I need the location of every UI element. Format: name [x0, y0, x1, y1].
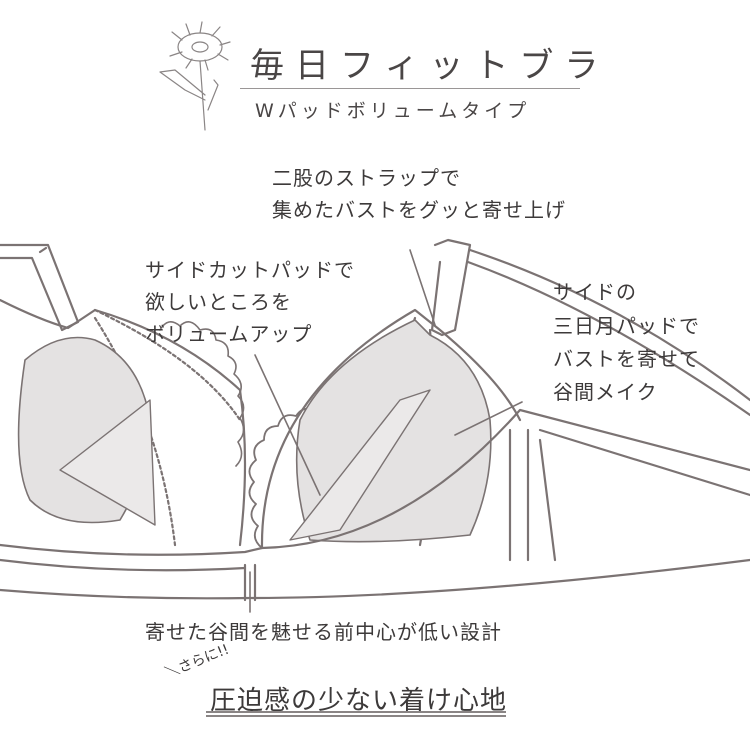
callout-crescent-line4: 谷間メイク [553, 380, 658, 404]
callout-center: 寄せた谷間を魅せる前中心が低い設計 [145, 620, 502, 644]
callout-crescent-line2: 三日月パッドで [553, 314, 700, 338]
page-subtitle: Wパッドボリュームタイプ [255, 100, 531, 122]
callout-strap-line2: 集めたバストをグッと寄せ上げ [272, 198, 566, 222]
right-cup [248, 308, 522, 550]
title-divider [240, 88, 580, 89]
band [0, 408, 750, 602]
headline-double-underline [206, 711, 506, 717]
left-crescent-pad [59, 399, 156, 526]
page-title: 毎日フィットブラ [250, 46, 610, 86]
callout-sidecut-line1: サイドカットパッドで [145, 258, 355, 282]
callout-crescent-line3: バストを寄せて [553, 347, 700, 371]
callout-strap-line1: 二股のストラップで [272, 166, 461, 190]
right-strap [430, 238, 750, 417]
left-cup [0, 298, 247, 547]
callout-sidecut-line2: 欲しいところを [145, 290, 292, 314]
right-crescent-pad [289, 389, 431, 541]
callout-crescent-line1: サイドの [553, 280, 637, 304]
daisy-flower-icon [159, 21, 231, 131]
callout-sidecut-line3: ボリュームアップ [145, 322, 313, 346]
leader-lines [249, 249, 523, 613]
